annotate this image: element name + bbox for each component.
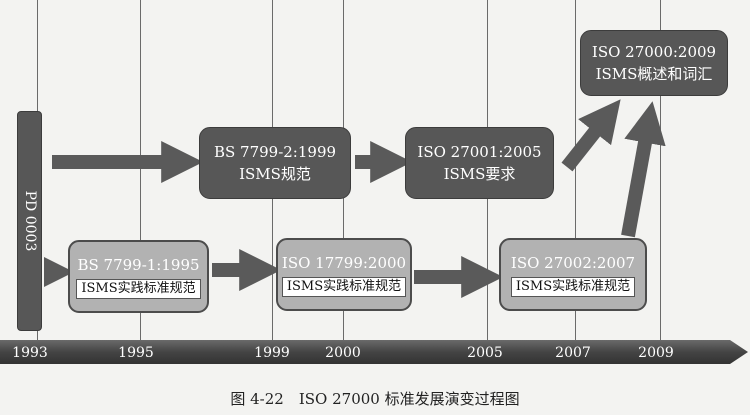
iso27000-subtitle: ISMS概述和词汇 (595, 65, 713, 83)
bs7799-2-box: BS 7799-2:1999 ISMS规范 (199, 127, 351, 199)
iso27001-subtitle: ISMS要求 (443, 165, 516, 183)
iso27002-box: ISO 27002:2007 ISMS实践标准规范 (499, 238, 647, 311)
iso27001-title: ISO 27001:2005 (417, 143, 542, 161)
bs7799-2-title: BS 7799-2:1999 (213, 143, 337, 161)
pd0003-label: PD 0003 (21, 190, 38, 252)
year-gridline (660, 0, 661, 345)
year-label-1993: 1993 (12, 345, 48, 361)
year-label-2000: 2000 (325, 345, 361, 361)
timeline-bar (0, 340, 748, 364)
year-label-2005: 2005 (467, 345, 503, 361)
pd0003-box: PD 0003 (17, 111, 42, 331)
iso27000-box: ISO 27000:2009 ISMS概述和词汇 (580, 30, 728, 96)
arrow-iso27002-to-iso27000 (621, 101, 666, 238)
year-label-2007: 2007 (555, 345, 591, 361)
bs7799-2-subtitle: ISMS规范 (239, 165, 311, 183)
iso27001-box: ISO 27001:2005 ISMS要求 (405, 127, 554, 199)
iso17799-box: ISO 17799:2000 ISMS实践标准规范 (276, 238, 412, 311)
iso27002-tag: ISMS实践标准规范 (510, 277, 636, 297)
bs7799-1-title: BS 7799-1:1995 (77, 256, 200, 274)
year-label-1995: 1995 (118, 345, 154, 361)
year-gridline (140, 0, 141, 345)
year-label-2009: 2009 (638, 345, 674, 361)
iso27000-title: ISO 27000:2009 (591, 43, 717, 61)
year-gridline (575, 0, 576, 345)
arrow-iso27001-to-iso27000 (561, 99, 621, 172)
iso17799-title: ISO 17799:2000 (281, 254, 407, 272)
iso27002-title: ISO 27002:2007 (510, 254, 636, 272)
year-label-1999: 1999 (254, 345, 290, 361)
bs7799-1-box: BS 7799-1:1995 ISMS实践标准规范 (68, 240, 209, 313)
bs7799-1-tag: ISMS实践标准规范 (76, 279, 201, 299)
iso17799-tag: ISMS实践标准规范 (281, 277, 407, 297)
figure-caption: 图 4-22 ISO 27000 标准发展演变过程图 (230, 390, 520, 408)
